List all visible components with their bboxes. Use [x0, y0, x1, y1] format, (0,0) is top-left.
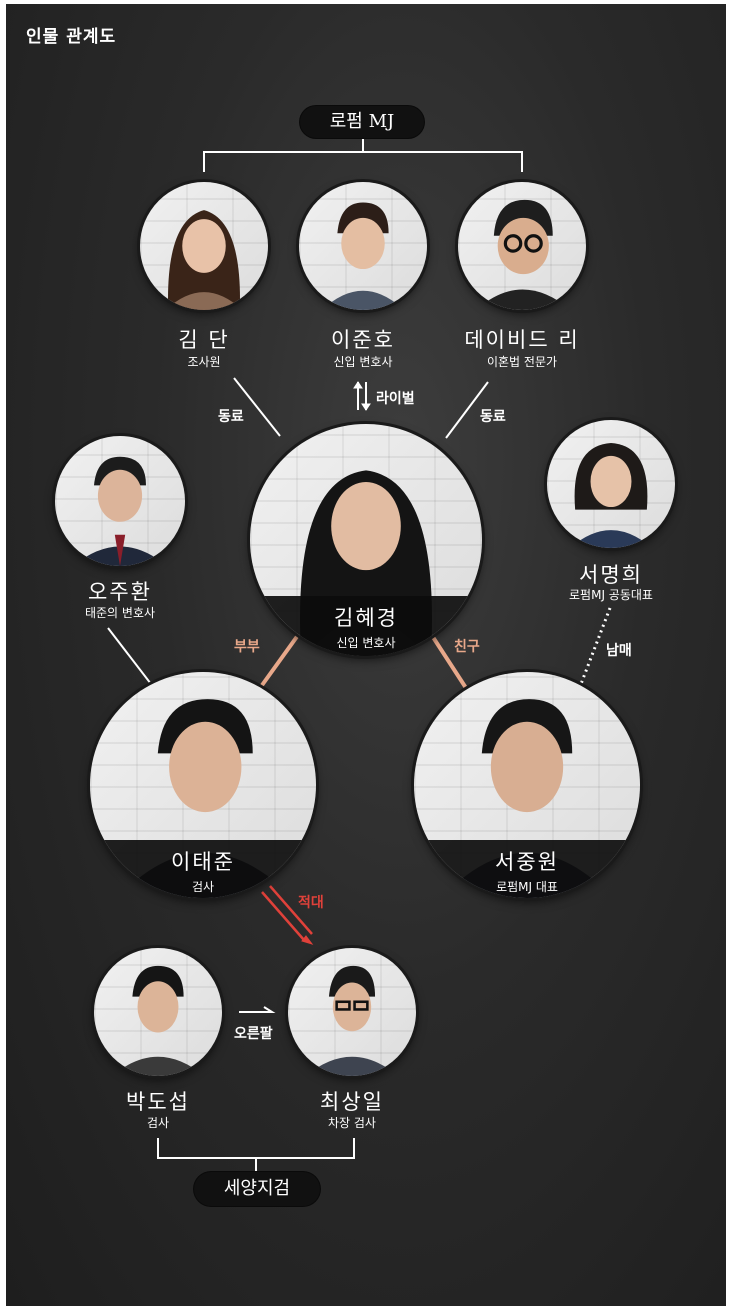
role-david-lee: 이혼법 전문가: [486, 355, 558, 369]
role-kim-dan: 조사원: [187, 355, 221, 369]
portrait-kim-dan: [140, 182, 268, 310]
bottom-bracket-line: [157, 1138, 355, 1159]
portrait-kim-hyekyung: 김혜경 신입 변호사: [250, 424, 482, 656]
portrait-park-dosub: [94, 948, 222, 1076]
name-seo-myunghee: 서명희: [579, 563, 643, 587]
role-seo-joongwon: 로펌MJ 대표: [496, 880, 558, 894]
relation-label-spouse: 부부: [234, 639, 260, 655]
group-label-prosecutors: 세양지검: [194, 1172, 320, 1206]
relationship-diagram: 인물 관계도 로펌 MJ 세양지검 김 단 조사원 이준호 신입 변호사 데이비…: [6, 4, 726, 1306]
enemy-line-a: [261, 891, 305, 941]
role-park-dosub: 검사: [146, 1116, 170, 1130]
portrait-lee-taejun: 이태준 검사: [90, 672, 316, 898]
name-oh-juhwan: 오주환: [88, 580, 152, 604]
role-seo-myunghee: 로펌MJ 공동대표: [569, 588, 653, 602]
connector-lines: [107, 136, 612, 1174]
relation-label-enemy: 적대: [298, 895, 324, 911]
relation-label-right-hand: 오른팔: [234, 1026, 273, 1042]
name-lee-taejun: 이태준: [171, 850, 235, 874]
group-label-law-firm: 로펌 MJ: [300, 106, 424, 138]
name-seo-joongwon: 서중원: [495, 850, 559, 874]
portrait-lee-junho: [299, 182, 427, 310]
right-hand-arrow: [239, 1006, 276, 1013]
relation-label-colleague-left: 동료: [218, 409, 244, 425]
top-bracket-line: [203, 151, 523, 172]
role-lee-taejun: 검사: [191, 880, 215, 894]
relation-label-siblings: 남매: [606, 643, 632, 659]
name-kim-hyekyung: 김혜경: [334, 606, 398, 630]
role-lee-junho: 신입 변호사: [333, 355, 393, 369]
role-kim-hyekyung: 신입 변호사: [336, 636, 396, 650]
portrait-david-lee: [458, 182, 586, 310]
name-band-kim-hyekyung: 김혜경 신입 변호사: [250, 596, 482, 656]
name-kim-dan: 김 단: [178, 328, 230, 352]
name-lee-junho: 이준호: [331, 328, 395, 352]
siblings-line: [579, 607, 612, 685]
name-choi-sangil: 최상일: [320, 1090, 384, 1114]
relation-label-rival: 라이벌: [376, 391, 415, 407]
portrait-oh-juhwan: [55, 436, 185, 566]
portrait-seo-myunghee: [547, 420, 675, 548]
role-choi-sangil: 차장 검사: [328, 1116, 376, 1130]
name-park-dosub: 박도섭: [126, 1090, 190, 1114]
relation-label-colleague-right: 동료: [480, 409, 506, 425]
colleague-line-right: [445, 381, 489, 439]
name-band-seo-joongwon: 서중원 로펌MJ 대표: [414, 840, 640, 898]
name-david-lee: 데이비드 리: [464, 328, 580, 352]
portrait-seo-joongwon: 서중원 로펌MJ 대표: [414, 672, 640, 898]
portrait-choi-sangil: [288, 948, 416, 1076]
role-oh-juhwan: 태준의 변호사: [84, 606, 156, 620]
counsel-line: [107, 627, 152, 685]
relation-label-friend: 친구: [454, 639, 480, 655]
diagram-title: 인물 관계도: [26, 27, 117, 47]
name-band-lee-taejun: 이태준 검사: [90, 840, 316, 898]
colleague-line-left: [233, 377, 281, 437]
